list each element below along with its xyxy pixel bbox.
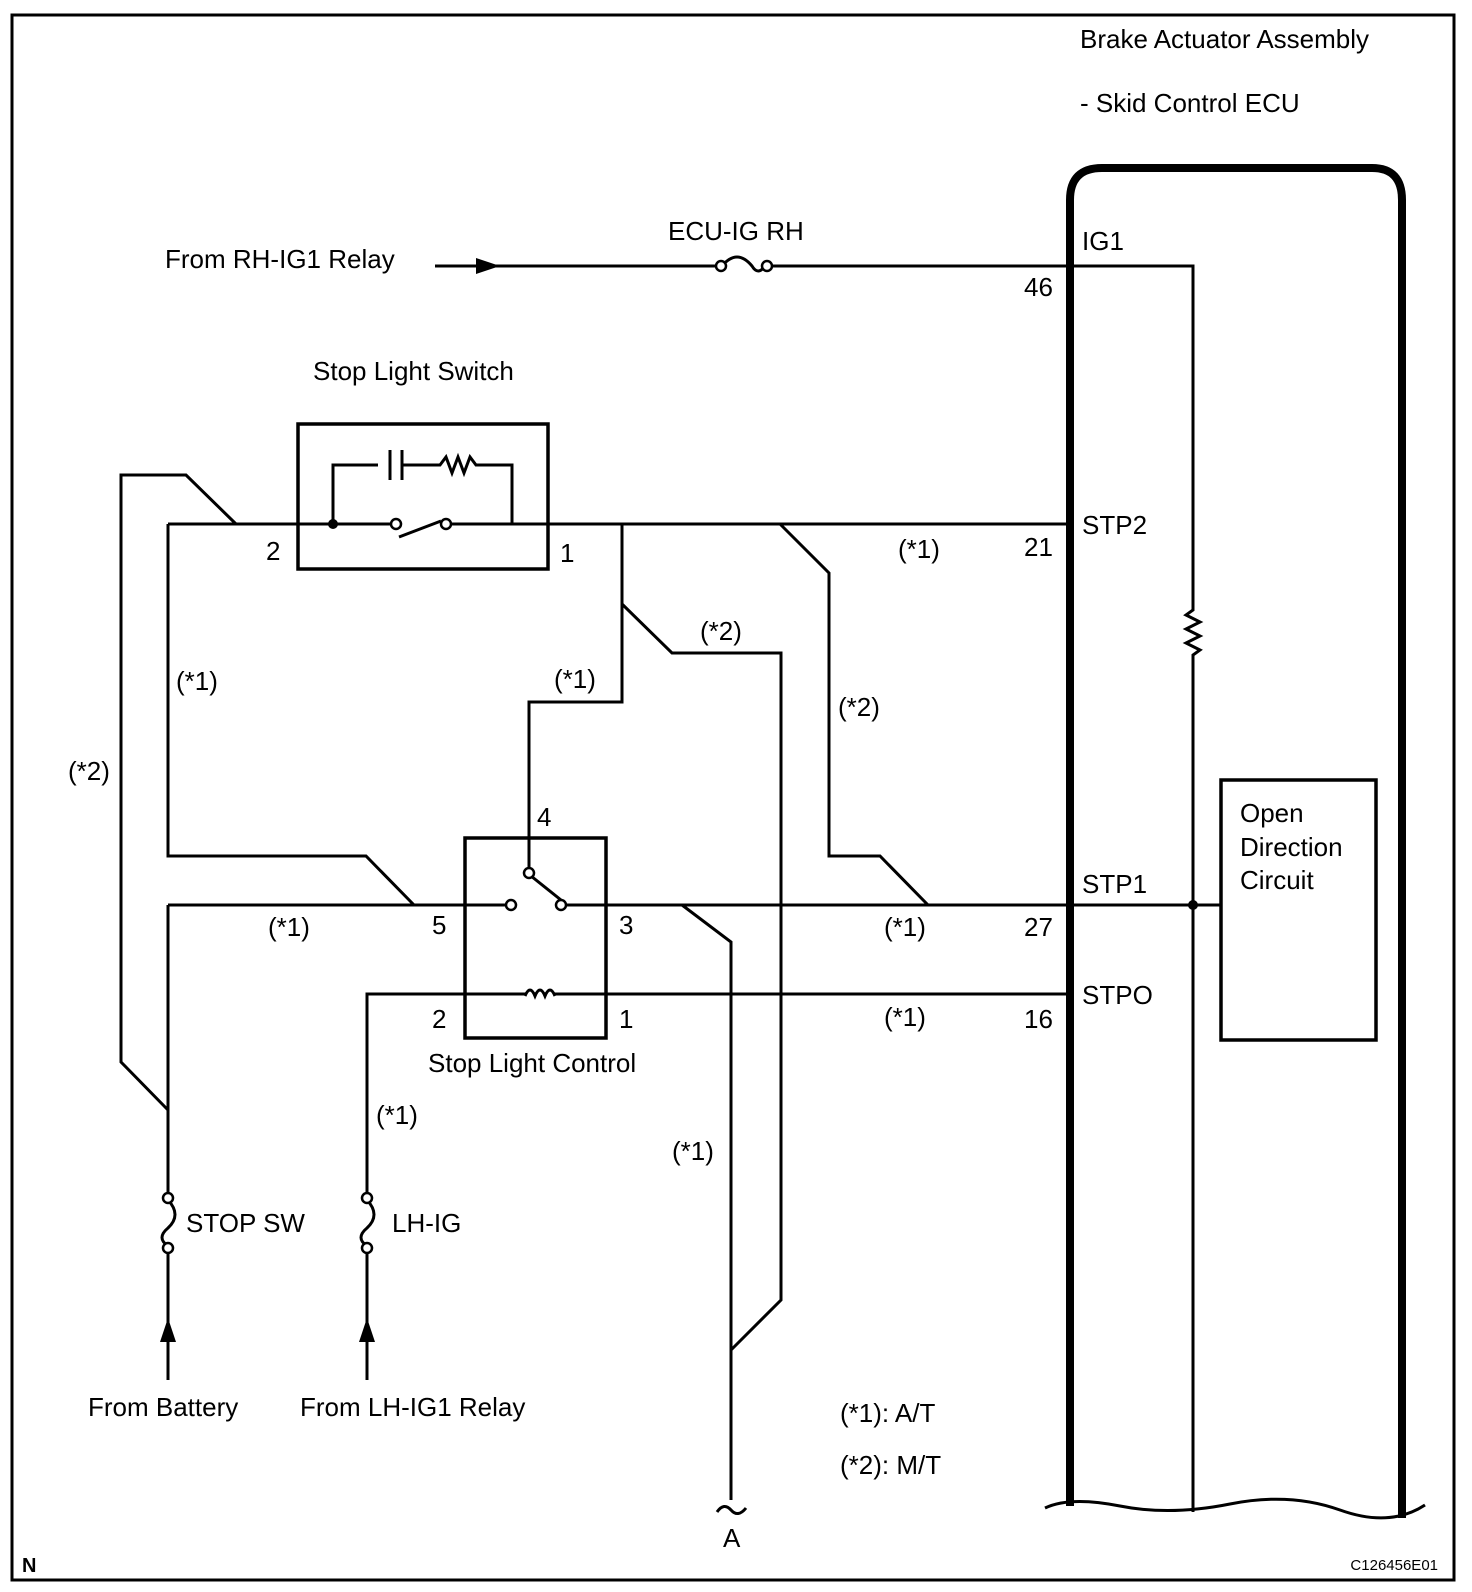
mt-switch-to-connector-wire — [620, 602, 783, 1352]
fuse-stop-sw-terminal-bottom — [161, 1241, 175, 1255]
fuse-stop-sw-label: STOP SW — [186, 1208, 305, 1238]
mt-stp-tag: (*2) — [838, 692, 880, 722]
stop-light-control-contact-top — [522, 866, 536, 880]
figure-code: C126456E01 — [1350, 1557, 1438, 1574]
fuse-lh-ig-label: LH-IG — [392, 1208, 461, 1238]
at-stp1-to-connector-wire — [681, 903, 733, 1500]
circuit-label-1: Open — [1240, 798, 1304, 828]
stop-light-switch-label: Stop Light Switch — [313, 356, 514, 386]
fuse-stop-sw-icon — [160, 1198, 177, 1248]
legend-mt: (*2): M/T — [840, 1450, 941, 1480]
stop-light-control-pin5: 5 — [432, 910, 446, 940]
pin-ig1-number: 46 — [1024, 272, 1053, 302]
diagram-frame — [10, 13, 1456, 1582]
mt-connector-tag: (*2) — [700, 616, 742, 646]
stop-light-control-coil-icon — [523, 988, 557, 1000]
stp1-left-tag: (*1) — [268, 912, 310, 942]
ecu-subtitle: - Skid Control ECU — [1080, 88, 1300, 118]
corner-letter: N — [22, 1555, 36, 1577]
source-battery: From Battery — [88, 1392, 238, 1422]
fuse-lh-ig-icon — [359, 1198, 376, 1248]
ig1-internal-wire — [1070, 264, 1204, 1512]
stop-light-control-pin1: 1 — [619, 1004, 633, 1034]
stpo-wire-left — [365, 992, 525, 1185]
at-switch-to-control-wire — [166, 524, 416, 907]
circuit-label-2: Direction — [1240, 832, 1343, 862]
pin-stp1-name: STP1 — [1082, 869, 1147, 899]
stop-light-switch-contact-r — [439, 517, 453, 531]
source-rh-ig1: From RH-IG1 Relay — [165, 244, 395, 274]
pin-stp2-name: STP2 — [1082, 510, 1147, 540]
mt-stp2-to-stp1-wire — [778, 522, 930, 907]
fuse-stop-sw-terminal-top — [161, 1191, 175, 1205]
fuse-ecu-ig-rh-label: ECU-IG RH — [668, 216, 804, 246]
pin-stp2-number: 21 — [1024, 532, 1053, 562]
pin-stpo-name: STPO — [1082, 980, 1153, 1010]
mt-battery-tag: (*2) — [68, 756, 110, 786]
stpo-tag: (*1) — [884, 1002, 926, 1032]
stop-light-switch-pin-left: 2 — [266, 536, 280, 566]
stp1-junction-dot — [1188, 900, 1198, 910]
at-switch-to-control-pin4-wire — [527, 524, 624, 866]
ecu-body — [1044, 164, 1426, 1520]
ecu-title: Brake Actuator Assembly — [1080, 24, 1369, 54]
battery-arrow-icon — [160, 1318, 176, 1342]
pin-ig1-name: IG1 — [1082, 226, 1124, 256]
stop-light-control-pin4: 4 — [537, 802, 551, 832]
connector-a-break-icon — [715, 1505, 748, 1515]
connector-a-label: A — [723, 1523, 741, 1553]
pin-stp1-number: 27 — [1024, 912, 1053, 942]
fuse-ecu-ig-rh-terminal-r — [760, 259, 774, 273]
stop-light-switch-contact-l — [389, 517, 403, 531]
at-pin4-tag: (*1) — [554, 664, 596, 694]
stop-light-control-contact-right — [554, 898, 568, 912]
at-connector-tag: (*1) — [672, 1136, 714, 1166]
fuse-ecu-ig-rh-terminal-l — [714, 259, 728, 273]
stop-light-switch-capacitor-branch — [331, 450, 514, 524]
fuse-ecu-ig-rh-icon — [720, 255, 767, 273]
stop-light-switch-contact-icon — [398, 519, 442, 539]
stop-light-control-label: Stop Light Control — [428, 1048, 636, 1078]
stop-light-control-box — [463, 836, 608, 1040]
mt-battery-to-switch-wire — [119, 473, 238, 1112]
open-direction-circuit-box — [1219, 778, 1378, 1042]
pin-stpo-number: 16 — [1024, 1004, 1053, 1034]
stp2-tag-at: (*1) — [898, 534, 940, 564]
rh-ig1-arrow-icon — [476, 258, 500, 274]
stp1-right-tag: (*1) — [884, 912, 926, 942]
at-switch-left-tag: (*1) — [176, 666, 218, 696]
stop-light-switch-pin-right: 1 — [560, 538, 574, 568]
stop-light-control-pin2: 2 — [432, 1004, 446, 1034]
fuse-lh-ig-terminal-bottom — [360, 1241, 374, 1255]
fuse-lh-ig-terminal-top — [360, 1191, 374, 1205]
stop-light-switch-box — [296, 422, 550, 571]
stop-light-control-pin3: 3 — [619, 910, 633, 940]
source-lh-ig1: From LH-IG1 Relay — [300, 1392, 525, 1422]
lh-ig-arrow-icon — [359, 1318, 375, 1342]
lh-ig-tag: (*1) — [376, 1100, 418, 1130]
stop-light-control-contact-left — [504, 898, 518, 912]
circuit-label-3: Circuit — [1240, 865, 1314, 895]
legend-at: (*1): A/T — [840, 1398, 935, 1428]
